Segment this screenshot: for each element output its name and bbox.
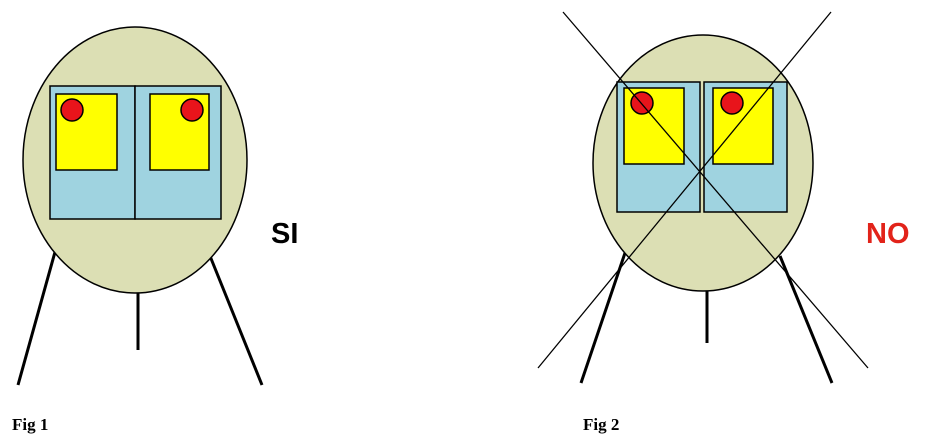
fig2-leg-left [579, 249, 628, 384]
figure-2: NO Fig 2 [537, 11, 910, 434]
fig1-leg-right [208, 255, 264, 386]
fig2-leg-right [778, 255, 834, 384]
fig1-dot-right [180, 98, 204, 122]
fig2-verdict-label: NO [866, 218, 910, 250]
fig1-dot-left [60, 98, 84, 122]
figure-1: SI Fig 1 [12, 26, 298, 434]
fig1-leg-left [16, 251, 57, 386]
fig1-verdict-label: SI [271, 218, 298, 250]
fig2-caption: Fig 2 [583, 415, 619, 434]
fig2-cross-line-1 [562, 11, 869, 369]
fig2-dot-right [720, 91, 744, 115]
fig2-cross-line-2 [537, 11, 832, 369]
fig1-caption: Fig 1 [12, 415, 48, 434]
